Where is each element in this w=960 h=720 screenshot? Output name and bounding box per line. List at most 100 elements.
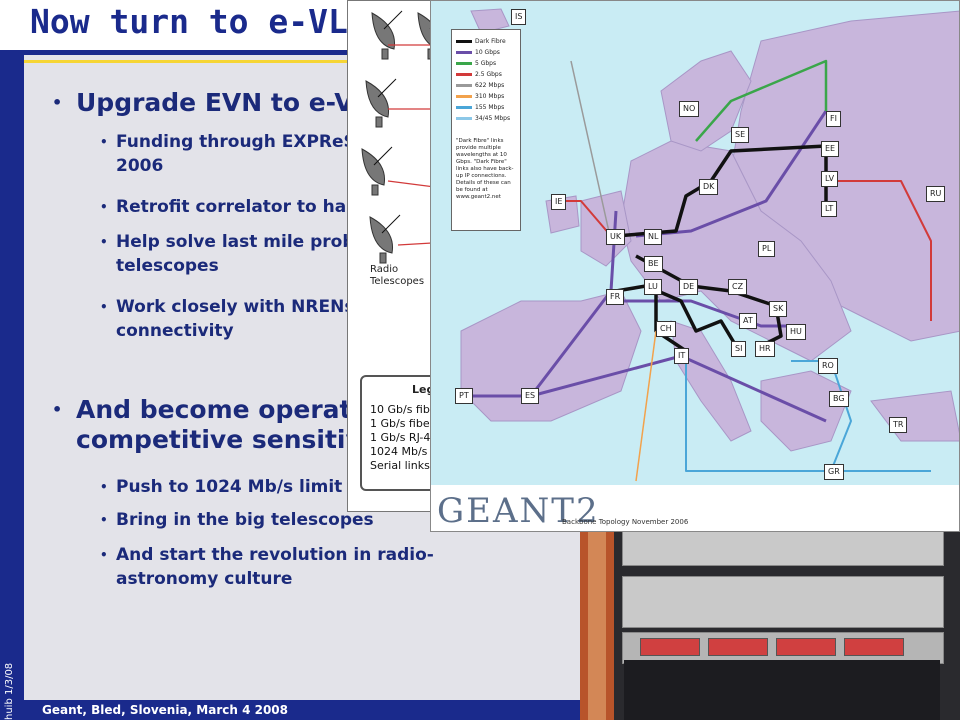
dish-icon: [365, 78, 397, 128]
footer-bar: Geant, Bled, Slovenia, March 4 2008: [24, 700, 580, 720]
map-node-is: IS: [511, 9, 527, 25]
map-legend-row: Dark Fibre: [456, 38, 506, 45]
sub-bullet-text-cont: astronomy culture: [116, 569, 293, 589]
dish-icon: [361, 146, 393, 196]
map-legend-label: 622 Mbps: [475, 82, 505, 89]
legend-swatch: [456, 62, 472, 65]
rack-frame-edge: [588, 520, 606, 720]
map-legend-row: 310 Mbps: [456, 93, 504, 100]
map-node-se: SE: [731, 127, 750, 143]
sub-bullet-dot: •: [100, 548, 108, 562]
sub-bullet-text-cont: telescopes: [116, 256, 219, 276]
legend-item: 1 Gb/s RJ-45: [370, 431, 438, 444]
map-node-dk: DK: [699, 179, 719, 195]
map-node-be: BE: [644, 256, 663, 272]
map-legend-label: Dark Fibre: [475, 38, 506, 45]
map-legend-row: 10 Gbps: [456, 49, 500, 56]
map-node-hu: HU: [786, 324, 806, 340]
sub-bullet-dot: •: [100, 300, 108, 314]
map-node-at: AT: [739, 313, 757, 329]
telescope-drawing: [361, 10, 464, 264]
left-band: [0, 55, 24, 720]
map-legend-label: 155 Mbps: [475, 104, 505, 111]
sub-bullet-dot: •: [100, 235, 108, 249]
dish-icon: [369, 214, 401, 264]
map-node-ee: EE: [821, 141, 840, 157]
map-node-si: SI: [731, 341, 747, 357]
sub-bullet-text-cont: connectivity: [116, 321, 234, 341]
legend-swatch: [456, 73, 472, 76]
map-legend-label: 5 Gbps: [475, 60, 497, 67]
map-node-ie: IE: [551, 194, 567, 210]
map-node-es: ES: [521, 388, 540, 404]
legend-swatch: [456, 106, 472, 109]
geant2-topology-map: Dark Fibre 10 Gbps 5 Gbps 2.5 Gbps 622 M…: [430, 0, 960, 532]
map-legend-row: 5 Gbps: [456, 60, 496, 67]
map-legend-label: 10 Gbps: [475, 49, 500, 56]
map-legend-label: 2.5 Gbps: [475, 71, 502, 78]
drive-bay: [708, 638, 768, 656]
map-node-lt: LT: [821, 201, 838, 217]
map-node-lv: LV: [821, 171, 839, 187]
legend-swatch: [456, 117, 472, 120]
sub-bullet-dot: •: [100, 200, 108, 214]
radio-telescopes-label: Radio Telescopes: [370, 264, 425, 287]
slide-title: Now turn to e-VLBI: [30, 2, 388, 41]
bullet-dot: •: [52, 93, 63, 112]
map-node-cz: CZ: [728, 279, 748, 295]
map-node-uk: UK: [606, 229, 626, 245]
map-node-sk: SK: [769, 301, 788, 317]
bullet-text: Upgrade EVN to e-VLBI: [76, 88, 398, 117]
map-node-fi: FI: [826, 111, 841, 127]
map-node-tr: TR: [889, 417, 908, 433]
map-node-pt: PT: [455, 388, 473, 404]
map-node-lu: LU: [644, 279, 662, 295]
bullet-dot: •: [52, 400, 63, 419]
map-footer: GEANT2 Backbone Topology November 2006: [431, 485, 959, 531]
bullet-text-cont: competitive sensitivity: [76, 425, 399, 454]
map-node-nl: NL: [644, 229, 663, 245]
map-node-bg: BG: [829, 391, 849, 407]
sub-bullet-text-cont: 2006: [116, 156, 164, 176]
legend-item: 1 Gb/s fiber: [370, 417, 435, 430]
map-node-gr: GR: [824, 464, 844, 480]
map-note: "Dark Fibre" links provide multiple wave…: [456, 138, 514, 200]
legend-swatch: [456, 84, 472, 87]
sub-bullet-dot: •: [100, 513, 108, 527]
map-legend: Dark Fibre 10 Gbps 5 Gbps 2.5 Gbps 622 M…: [451, 29, 521, 231]
drive-bay: [844, 638, 904, 656]
sub-bullet-text: Push to 1024 Mb/s limit: [116, 477, 343, 497]
sub-bullet-dot: •: [100, 135, 108, 149]
sub-bullet-text: And start the revolution in radio-: [116, 545, 434, 565]
legend-swatch: [456, 40, 472, 43]
map-legend-row: 2.5 Gbps: [456, 71, 502, 78]
legend-item: 10 Gb/s fiber: [370, 403, 442, 416]
drive-bay: [640, 638, 700, 656]
map-node-de: DE: [679, 279, 699, 295]
map-node-pl: PL: [758, 241, 776, 257]
sub-bullet-text: Bring in the big telescopes: [116, 510, 374, 530]
sub-bullet-dot: •: [100, 480, 108, 494]
map-node-ch: CH: [656, 321, 676, 337]
server-unit: [622, 576, 944, 628]
footer-text: Geant, Bled, Slovenia, March 4 2008: [42, 703, 288, 717]
geant2-logo: GEANT2: [437, 491, 600, 531]
side-label: huib 1/3/08: [4, 662, 15, 720]
legend-item: 1024 Mb/s: [370, 445, 428, 458]
drive-bay: [776, 638, 836, 656]
map-node-ru: RU: [926, 186, 946, 202]
map-legend-label: 34/45 Mbps: [475, 115, 511, 122]
map-node-it: IT: [674, 348, 690, 364]
map-drawing: [460, 8, 959, 482]
rack-grille: [624, 660, 940, 720]
map-legend-row: 155 Mbps: [456, 104, 504, 111]
legend-swatch: [456, 95, 472, 98]
gold-rule: [24, 60, 580, 63]
map-node-no: NO: [679, 101, 700, 117]
dish-icon: [371, 10, 403, 60]
legend-item: Serial links: [370, 459, 430, 472]
map-node-fr: FR: [606, 289, 625, 305]
server-rack-photo: [580, 520, 960, 720]
map-node-ro: RO: [818, 358, 838, 374]
map-legend-row: 34/45 Mbps: [456, 115, 510, 122]
